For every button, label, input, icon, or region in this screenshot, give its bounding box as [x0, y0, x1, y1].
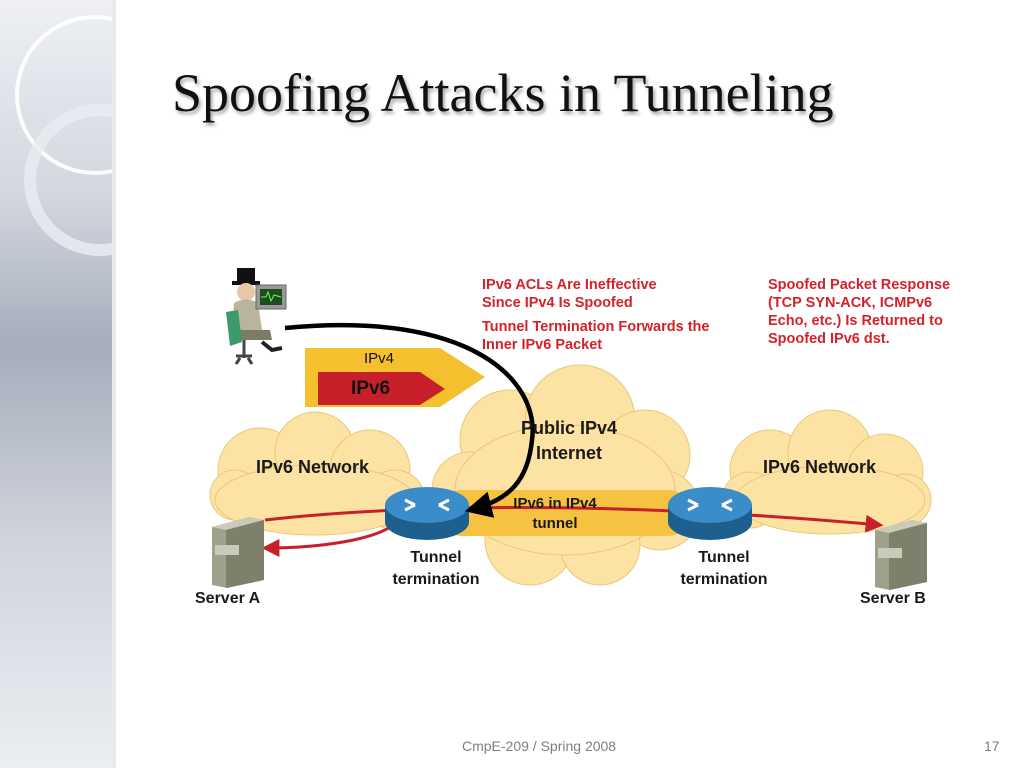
- spoofed-packet-icon: [305, 348, 485, 407]
- note-acl-line1: IPv6 ACLs Are Ineffective: [482, 277, 657, 293]
- footer-course: CmpE-209 / Spring 2008: [462, 738, 617, 754]
- note-response-line3: Echo, etc.) Is Returned to: [768, 313, 943, 329]
- router-icon-left: [385, 487, 469, 540]
- note-response-line2: (TCP SYN-ACK, ICMPv6: [768, 295, 933, 311]
- spoofed-traffic-path: [264, 506, 884, 533]
- cloud-center-label-line1: Public IPv4: [520, 418, 618, 438]
- router-right-label-line2: termination: [680, 571, 768, 588]
- sidebar-decoration: [0, 0, 176, 768]
- sidebar-edge: [112, 0, 116, 768]
- packet-outer-label: IPv4: [364, 350, 395, 367]
- slide-title: Spoofing Attacks in Tunneling: [172, 63, 834, 123]
- attacker-icon: [226, 268, 287, 365]
- cloud-right-label: IPv6 Network: [763, 457, 877, 477]
- attack-path: [284, 322, 535, 518]
- server-b-label: Server B: [860, 590, 926, 607]
- router-left-label-line2: termination: [392, 571, 480, 588]
- server-icon-a: [212, 517, 264, 588]
- tunnel-label-line2: tunnel: [532, 515, 578, 532]
- tunnel-label-line1: IPv6 in IPv4: [513, 495, 597, 512]
- slide-number: 17: [984, 738, 1000, 754]
- note-acl-line2: Since IPv4 Is Spoofed: [482, 295, 633, 311]
- router-right-label-line1: Tunnel: [698, 549, 750, 566]
- server-icon-b: [875, 520, 927, 590]
- note-forward-line2: Inner IPv6 Packet: [482, 337, 603, 353]
- cloud-ipv6-network-left: [209, 411, 426, 536]
- cloud-left-label: IPv6 Network: [256, 457, 370, 477]
- server-a-label: Server A: [195, 590, 261, 607]
- note-forward-line1: Tunnel Termination Forwards the: [482, 319, 710, 335]
- tunnel-band: [440, 490, 690, 536]
- note-response-line1: Spoofed Packet Response: [768, 277, 951, 293]
- cloud-center-label-line2: Internet: [535, 443, 602, 463]
- router-icon-right: [668, 487, 752, 540]
- note-response-line4: Spoofed IPv6 dst.: [768, 331, 890, 347]
- router-left-label-line1: Tunnel: [410, 549, 462, 566]
- packet-inner-label: IPv6: [351, 378, 391, 399]
